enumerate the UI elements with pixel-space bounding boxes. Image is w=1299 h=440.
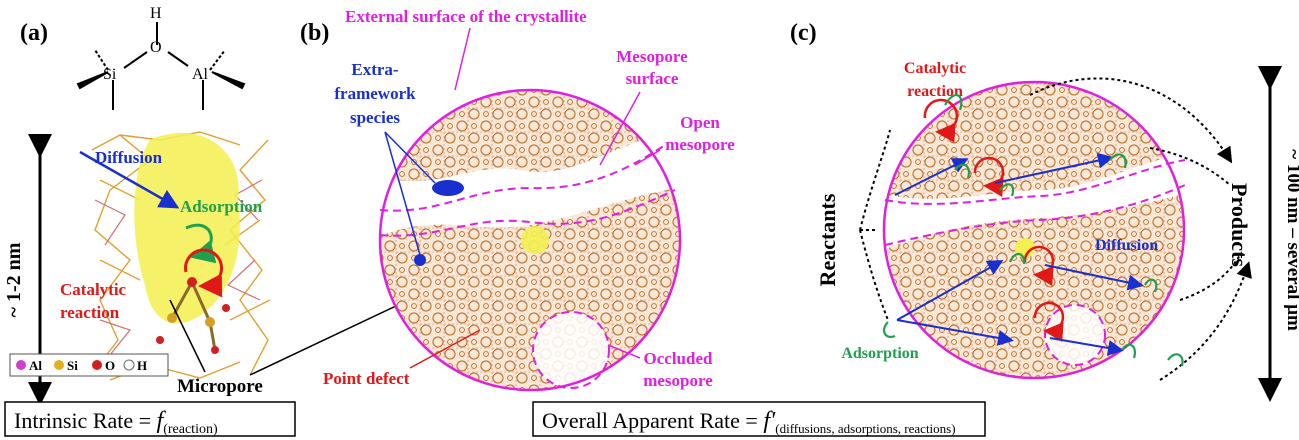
scale-um-label: ~ 100 nm – several μm: [1283, 149, 1299, 331]
panel-b-letter: (b): [300, 20, 329, 46]
products-label: Products: [1227, 183, 1252, 267]
adsorption-label-a: Adsorption: [180, 197, 263, 216]
extraframework-label-line3: species: [350, 108, 400, 127]
overall-rate-f: f′: [763, 408, 776, 434]
mesopore-surface-line-top: [379, 144, 666, 212]
open-mesopore-pointer: [634, 149, 661, 166]
reaction-loop-c-2: [973, 156, 1005, 197]
reaction-loop-c-3: [1023, 245, 1055, 286]
reactants-label: Reactants: [815, 193, 840, 286]
acid-site-spot-c: [1015, 238, 1035, 258]
overall-rate-box: [532, 401, 986, 437]
occluded-mesopore-circle: [532, 311, 610, 389]
panel-a: (a) H O Si Al: [3, 5, 526, 437]
crystallite-c: [884, 82, 1184, 378]
mesopore-surface-label-line2: surface: [626, 69, 679, 88]
external-surface-label: External surface of the crystallite: [345, 7, 587, 26]
extraframework-label-line1: Extra-: [351, 60, 399, 79]
mesopore-surface-label-line1: Mesopore: [616, 47, 688, 66]
crystallite-outline-c: [882, 80, 1186, 380]
occluded-mesopore-pointer: [607, 344, 641, 359]
intrinsic-rate-sub: (reaction): [163, 422, 218, 437]
occluded-mesopore-label-line1: Occluded: [644, 349, 713, 368]
legend-si: Si: [67, 358, 78, 373]
open-mesopore-label-line2: mesopore: [665, 135, 735, 154]
mesopore-surface-pointer: [599, 91, 641, 166]
legend-o: O: [105, 358, 115, 373]
reaction-loop-c-4: [1033, 301, 1065, 342]
flow-dotted-paths: [859, 77, 1252, 381]
reaction-label-c-line1: Catalytic: [904, 60, 966, 77]
extraframework-particle-1: [432, 180, 464, 196]
intrinsic-rate-f: f: [157, 408, 167, 434]
external-surface-pointer: [454, 27, 471, 91]
extraframework-particle-2: [414, 254, 426, 266]
atom-si-label: Si: [103, 66, 117, 83]
intrinsic-rate-box: [4, 401, 296, 437]
reaction-label-c-line2: reaction: [907, 83, 963, 100]
extraframework-pointer-2: [384, 131, 421, 256]
adsorption-arrow-a: [185, 223, 217, 264]
diffusion-label-a: Diffusion: [95, 148, 163, 167]
open-mesopore-label-line1: Open: [680, 113, 720, 132]
diffusion-arrow-a: [79, 150, 180, 209]
legend-al: Al: [29, 358, 42, 373]
point-defect-pointer: [409, 329, 481, 369]
micropore-pointer-a: [169, 299, 206, 373]
atom-legend: Al Si O H: [9, 353, 169, 377]
extraframework-pointer-1: [384, 131, 436, 184]
adsorption-label-c: Adsorption: [841, 345, 918, 362]
atom-o-label: O: [150, 39, 162, 56]
scale-nm-label: ~ 1-2 nm: [3, 242, 25, 317]
overall-rate-sub: (diffusions, adsorptions, reactions): [775, 421, 955, 436]
overall-rate-formula: Overall Apparent Rate = f′(diffusions, a…: [542, 408, 956, 436]
occluded-mesopore-label-line2: mesopore: [643, 371, 713, 390]
atom-h-label: H: [150, 5, 162, 22]
point-defect-label: Point defect: [323, 369, 410, 388]
atom-al-label: Al: [192, 66, 209, 83]
overall-rate: Overall Apparent Rate = f′(diffusions, a…: [532, 401, 986, 437]
diffusion-label-c: Diffusion: [1095, 237, 1158, 254]
legend-h: H: [137, 358, 147, 373]
reaction-loop-c-1: [923, 98, 959, 143]
micropore-label: Micropore: [177, 376, 263, 397]
panel-c-letter: (c): [790, 20, 817, 46]
crystallite-outline-b: [378, 88, 682, 392]
panel-a-letter: (a): [20, 20, 48, 46]
mesopore-line-top-c: [884, 159, 1186, 205]
bridging-hydroxyl-structure: [76, 22, 246, 110]
panel-c: (c) Catalytic reaction Reactants Product…: [790, 20, 1299, 402]
extraframework-label-line2: framework: [334, 84, 416, 103]
reaction-loop-a: [184, 248, 224, 298]
point-defect-spot: [521, 226, 549, 254]
reaction-label-a-line1: Catalytic: [60, 280, 127, 299]
mesopore-line-bottom-c: [884, 184, 1186, 246]
intrinsic-rate-formula: Intrinsic Rate = f(reaction): [14, 408, 218, 437]
reaction-label-a-line2: reaction: [60, 303, 120, 322]
overall-rate-prefix: Overall Apparent Rate =: [542, 408, 763, 433]
diffusion-arrows-c: [894, 152, 1144, 356]
adsorption-squiggles-c: [882, 94, 1184, 367]
panel-b: (b) External surface of the crystallite …: [300, 7, 735, 392]
zeolite-cage: [90, 130, 272, 381]
intrinsic-rate-prefix: Intrinsic Rate =: [14, 408, 157, 433]
